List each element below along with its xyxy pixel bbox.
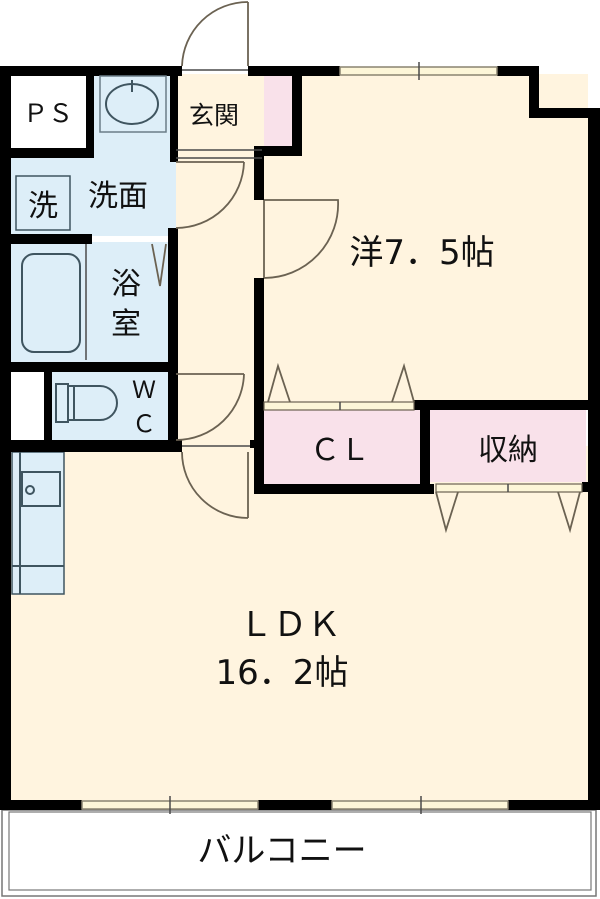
balcony-outline-outer <box>1 809 597 897</box>
wall-storage-top <box>414 400 600 410</box>
ldk-floor <box>10 446 588 804</box>
wall-notch-horizontal <box>529 108 600 118</box>
wc-door[interactable] <box>175 373 245 441</box>
kitchen-sink-icon <box>12 452 64 594</box>
closet-floor <box>262 410 420 484</box>
wall-bottom-right <box>508 800 600 810</box>
wall-left <box>0 66 11 808</box>
closet-doors[interactable] <box>263 362 415 411</box>
entrance-door[interactable] <box>181 1 249 71</box>
shoe-storage-floor <box>264 74 292 148</box>
wall-ps-right <box>86 66 94 158</box>
wc-label-2: Ｃ <box>132 410 156 438</box>
bathtub-icon <box>21 244 87 360</box>
wall-bottom-mid <box>258 800 332 810</box>
wall-storage-right-end <box>582 482 600 492</box>
washer-label: 洗 <box>28 189 58 224</box>
wall-bath-wc <box>0 362 178 372</box>
western-room-floor <box>262 74 588 408</box>
wall-hall-western-upper <box>254 150 264 200</box>
window-ldk-right <box>331 800 509 810</box>
windows <box>81 62 509 814</box>
niche-floor <box>10 370 44 440</box>
western-room-door[interactable] <box>263 199 339 279</box>
wall-shoe-bottom <box>254 146 302 156</box>
bathroom-floor <box>10 242 170 364</box>
ps-label: ＰＳ <box>23 99 73 128</box>
ldk-label-1: ＬＤＫ <box>239 605 341 645</box>
wc-label-1: Ｗ <box>132 376 156 404</box>
walls <box>0 66 600 810</box>
hallway-floor <box>176 74 262 446</box>
toilet-icon <box>55 383 118 423</box>
western-room-label: 洋7．5帖 <box>349 233 494 273</box>
ldk-label-2: 16．2帖 <box>216 653 349 693</box>
wall-wash-hall-upper <box>170 66 178 162</box>
wash-basin-icon <box>99 75 167 133</box>
labels: ＰＳ 玄関 洗面 洗 浴 室 Ｗ Ｃ 洋7．5帖 ＣＬ 収納 ＬＤＫ 16．2帖… <box>23 99 538 871</box>
wall-bottom-left <box>0 800 82 810</box>
balcony <box>1 809 597 897</box>
washing-machine-icon <box>15 175 71 231</box>
washroom-door[interactable] <box>175 161 245 229</box>
balcony-outline-inner <box>8 811 592 891</box>
wc-floor <box>50 370 170 440</box>
wall-cl-bottom <box>254 484 434 494</box>
wall-niche <box>44 368 52 444</box>
wall-wc-ldk <box>0 440 182 452</box>
bathroom-door[interactable] <box>151 243 167 287</box>
bathroom-label-2: 室 <box>111 307 141 342</box>
wall-hall-western-lower <box>254 278 264 494</box>
entrance-label: 玄関 <box>189 101 239 130</box>
ldk-door[interactable] <box>181 445 250 519</box>
storage-doors[interactable] <box>435 483 583 534</box>
balcony-label: バルコニー <box>197 831 366 871</box>
bathroom-label-1: 浴 <box>111 267 141 302</box>
wall-right <box>588 108 600 808</box>
storage-floor <box>430 410 586 482</box>
ps-floor <box>10 74 90 152</box>
fixtures <box>12 75 167 594</box>
doors <box>151 1 583 534</box>
wall-cl-storage <box>420 402 430 494</box>
storage-label: 収納 <box>478 433 538 468</box>
wall-shoe-right <box>292 66 302 156</box>
washroom-label: 洗面 <box>88 179 148 214</box>
wall-wash-hall-lower <box>168 228 178 446</box>
closet-label: ＣＬ <box>310 433 370 468</box>
wall-ps-bottom <box>0 148 94 158</box>
wall-top-right <box>497 66 539 76</box>
wall-notch-vertical <box>529 66 539 116</box>
wall-wash-bath <box>0 234 92 244</box>
